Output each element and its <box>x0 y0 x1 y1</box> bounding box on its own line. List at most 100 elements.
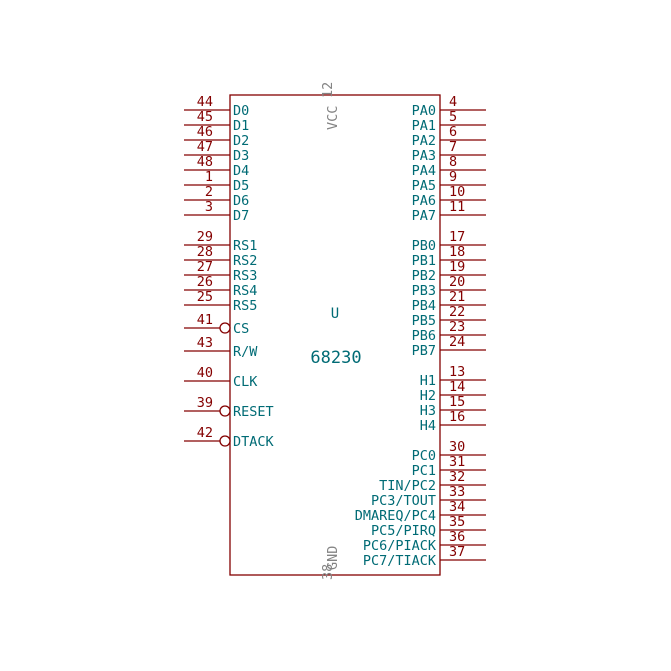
pin-number: 3 <box>205 199 213 215</box>
pin-number: 22 <box>449 304 465 320</box>
pin-number: 8 <box>449 154 457 170</box>
pin-name: PB6 <box>412 328 436 344</box>
pin-name: PC6/PIACK <box>363 538 437 554</box>
component-body[interactable] <box>229 94 441 576</box>
pin-number: 1 <box>205 169 213 185</box>
power-pin-number-vcc: 12 <box>320 82 336 98</box>
pin-number: 31 <box>449 454 465 470</box>
pin-number: 36 <box>449 529 465 545</box>
pin-number: 19 <box>449 259 465 275</box>
pin-name: PC5/PIRQ <box>371 523 436 539</box>
pin-number: 14 <box>449 379 465 395</box>
pin-name: D3 <box>233 148 249 164</box>
pin-r-w[interactable]: 43R/W <box>184 335 258 360</box>
pin-number: 9 <box>449 169 457 185</box>
pin-number: 29 <box>197 229 213 245</box>
pin-number: 27 <box>197 259 213 275</box>
pin-name: PB7 <box>412 343 436 359</box>
pin-name: DMAREQ/PC4 <box>355 508 436 524</box>
inversion-bubble <box>219 405 231 417</box>
pin-name: H4 <box>420 418 436 434</box>
pin-name: PA5 <box>412 178 436 194</box>
inversion-bubble <box>219 322 231 334</box>
pin-name: PB0 <box>412 238 436 254</box>
pin-name: D4 <box>233 163 249 179</box>
pin-name: CLK <box>233 374 258 390</box>
pin-number: 42 <box>197 425 213 441</box>
pin-number: 35 <box>449 514 465 530</box>
pin-d7[interactable]: 3D7 <box>184 199 249 224</box>
pin-name: RS5 <box>233 298 257 314</box>
pin-number: 43 <box>197 335 213 351</box>
pin-number: 32 <box>449 469 465 485</box>
pin-name: RS2 <box>233 253 257 269</box>
pin-name: H3 <box>420 403 436 419</box>
pin-number: 30 <box>449 439 465 455</box>
pin-number: 26 <box>197 274 213 290</box>
pin-number: 10 <box>449 184 465 200</box>
pin-name: RS1 <box>233 238 257 254</box>
pin-d5[interactable]: 1D5 <box>184 169 249 194</box>
left-pin-group: 44D045D146D247D348D41D52D63D729RS128RS22… <box>184 94 275 450</box>
pin-number: 44 <box>197 94 213 110</box>
pin-name: D0 <box>233 103 249 119</box>
pin-name: D2 <box>233 133 249 149</box>
pin-number: 48 <box>197 154 213 170</box>
pin-number: 39 <box>197 395 213 411</box>
pin-number: 17 <box>449 229 465 245</box>
pin-name: R/W <box>233 344 258 360</box>
pin-name: PA3 <box>412 148 436 164</box>
pin-d6[interactable]: 2D6 <box>184 184 249 209</box>
pin-name: CS <box>233 321 249 337</box>
pin-number: 20 <box>449 274 465 290</box>
pin-name: DTACK <box>233 434 275 450</box>
pin-name: PC1 <box>412 463 436 479</box>
pin-name: PA1 <box>412 118 436 134</box>
pin-number: 40 <box>197 365 213 381</box>
reference-designator: U <box>331 306 339 322</box>
